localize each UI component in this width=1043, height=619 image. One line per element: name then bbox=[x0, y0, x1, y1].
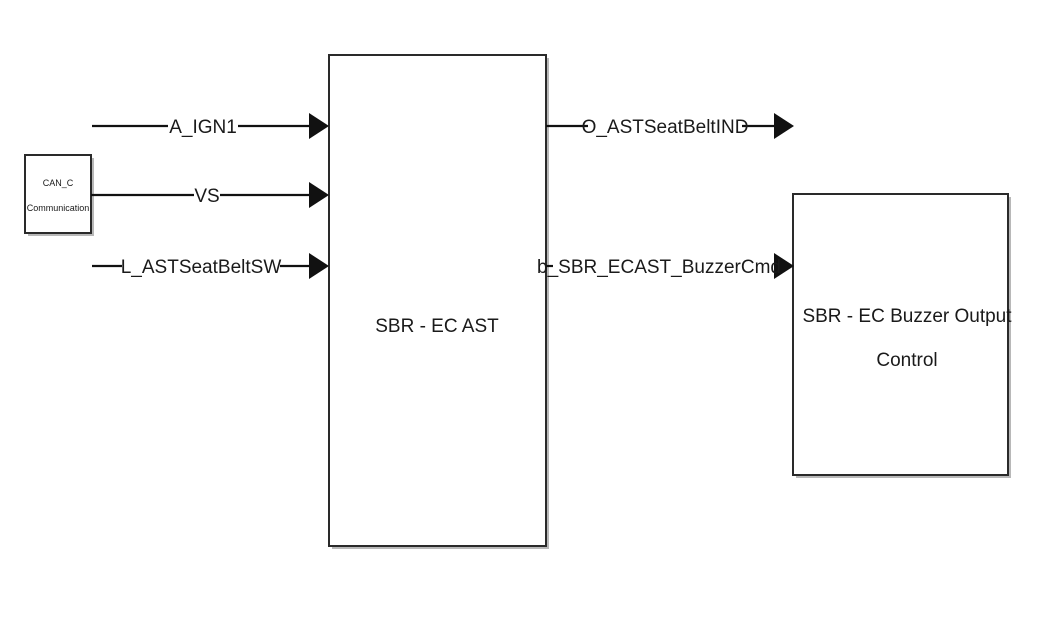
ec-ast-label: SBR - EC AST bbox=[375, 316, 499, 337]
input-signal-a-ign1: A_IGN1 bbox=[92, 113, 329, 139]
arrowhead-icon bbox=[774, 253, 794, 279]
buzzer-output-control-label-line2: Control bbox=[876, 350, 937, 371]
can-communication-block: CAN_C Communication bbox=[24, 154, 94, 236]
can-communication-label-line1: CAN_C bbox=[43, 178, 74, 188]
input-signal-l-astseatbeltsw: L_ASTSeatBeltSW bbox=[92, 253, 329, 279]
signal-label-a-ign1: A_IGN1 bbox=[169, 117, 237, 138]
signal-label-l-astseatbeltsw: L_ASTSeatBeltSW bbox=[121, 257, 282, 278]
arrowhead-icon bbox=[774, 113, 794, 139]
arrowhead-icon bbox=[309, 182, 329, 208]
can-communication-label-line2: Communication bbox=[27, 203, 90, 213]
buzzer-output-control-label-line1: SBR - EC Buzzer Output bbox=[802, 306, 1012, 327]
output-signal-b-sbr-ecast-buzzercmd: b_SBR_ECAST_BuzzerCmd bbox=[537, 253, 794, 279]
ec-ast-block: SBR - EC AST bbox=[328, 54, 549, 549]
signal-label-b-sbr-ecast-buzzercmd: b_SBR_ECAST_BuzzerCmd bbox=[537, 257, 781, 278]
buzzer-output-control-block: SBR - EC Buzzer Output Control bbox=[792, 193, 1012, 478]
arrowhead-icon bbox=[309, 113, 329, 139]
arrowhead-icon bbox=[309, 253, 329, 279]
input-signal-vs: VS bbox=[91, 182, 329, 208]
output-signal-o-astseatbeltind: O_ASTSeatBeltIND bbox=[546, 113, 794, 139]
signal-label-vs: VS bbox=[194, 186, 219, 207]
signal-label-o-astseatbeltind: O_ASTSeatBeltIND bbox=[582, 117, 749, 138]
